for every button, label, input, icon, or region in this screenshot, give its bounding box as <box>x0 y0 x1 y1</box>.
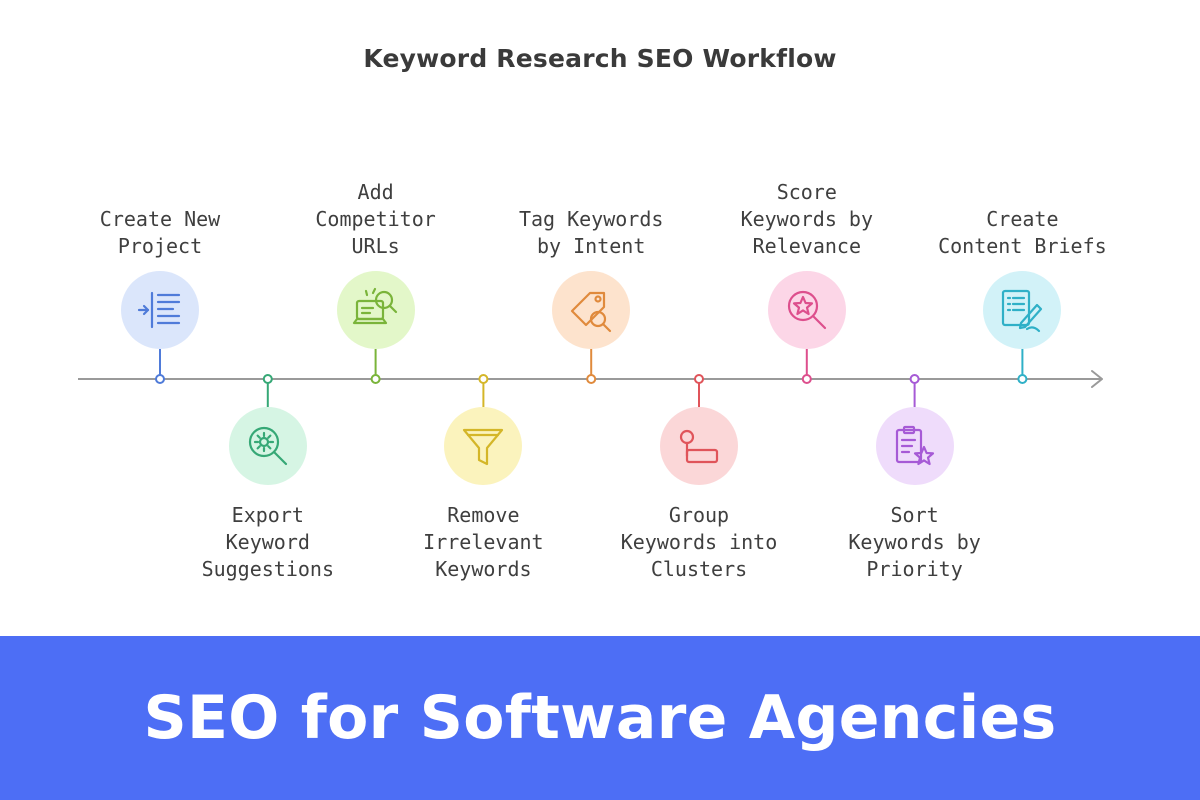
step-label: Sort Keywords by Priority <box>848 503 981 581</box>
step-icon-circle <box>983 271 1062 349</box>
step-icon-circle <box>767 271 846 349</box>
funnel-icon <box>463 428 504 466</box>
step-label: Tag Keywords by Intent <box>518 207 664 258</box>
step-node <box>586 374 597 384</box>
step-label: Remove Irrelevant Keywords <box>423 503 544 581</box>
step-icon-circle <box>121 271 199 349</box>
step-icon-circle <box>228 407 307 485</box>
laptop-search-icon <box>352 287 397 325</box>
step-node <box>370 374 381 384</box>
step-label: Create Content Briefs <box>938 207 1107 258</box>
tag-search-icon <box>571 291 612 333</box>
step-icon-circle <box>552 271 631 349</box>
step-icon-circle <box>444 407 523 485</box>
diagram-title: Keyword Research SEO Workflow <box>363 44 837 73</box>
step-node <box>155 374 165 384</box>
step-node <box>478 374 489 384</box>
search-gear-icon <box>248 426 287 466</box>
step-node <box>694 374 704 384</box>
clipboard-star-icon <box>895 425 934 466</box>
writing-icon <box>1002 289 1043 333</box>
timeline <box>78 349 1103 407</box>
banner-title: SEO for Software Agencies <box>143 683 1057 753</box>
step-node <box>909 374 920 384</box>
star-search-icon <box>787 290 826 330</box>
indent-icon <box>137 291 181 329</box>
step-icon-circle <box>660 407 738 485</box>
step-label: Create New Project <box>99 207 221 258</box>
step-label: Group Keywords into Clusters <box>620 503 778 581</box>
step-icon-circle <box>875 407 954 485</box>
banner: SEO for Software Agencies <box>0 636 1200 800</box>
step-node <box>801 374 812 384</box>
group-icon <box>679 429 719 464</box>
step-node <box>262 374 273 384</box>
step-label: Add Competitor URLs <box>315 180 436 258</box>
step-label: Score Keywords by Relevance <box>740 180 874 258</box>
step-label: Export Keyword Suggestions <box>201 503 335 581</box>
timeline-arrowhead <box>1091 370 1103 388</box>
step-icon-circle <box>336 271 415 349</box>
step-node <box>1017 374 1028 384</box>
